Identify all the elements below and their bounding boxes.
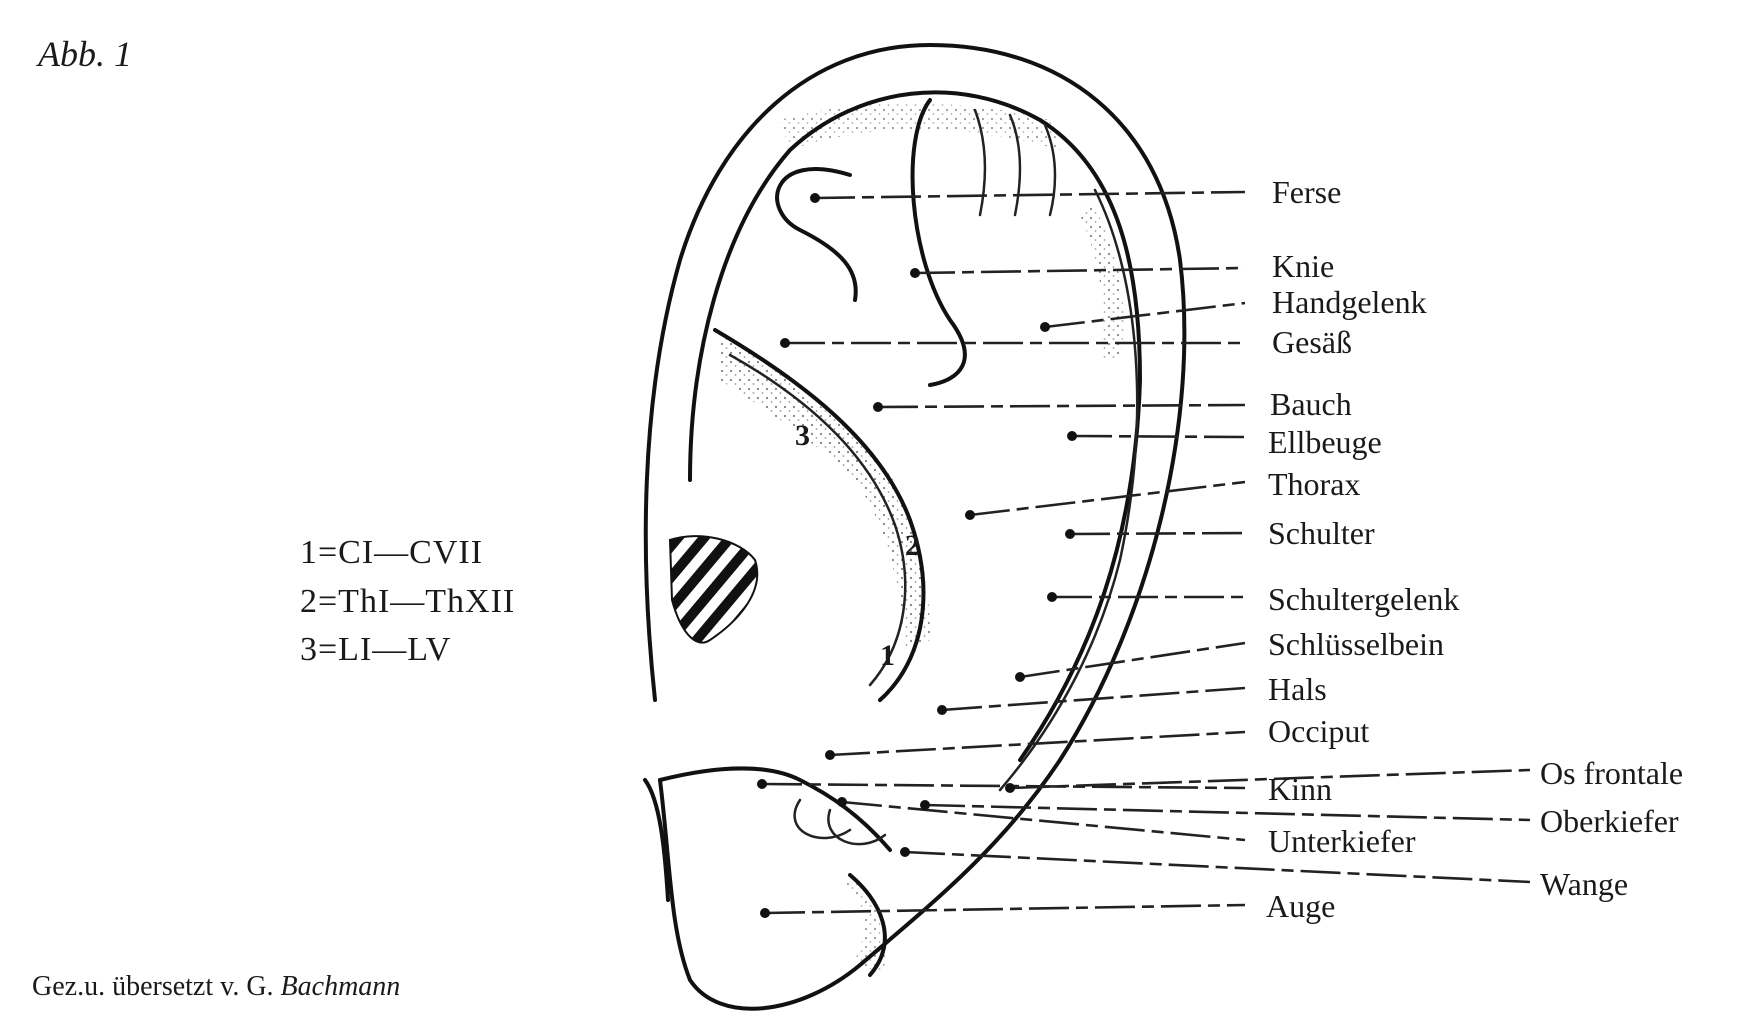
label-bauch: Bauch [1270,386,1352,422]
legend-seg-2: 2=ThI—ThXII [300,583,515,620]
point-unterkiefer [837,797,847,807]
superior-crus-toes [973,108,1057,217]
point-schulter [1065,529,1075,539]
helix-outline [643,43,1187,1011]
label-occiput: Occiput [1268,713,1369,749]
point-schultergelenk [1047,592,1057,602]
credit-prefix: Gez.u. übersetzt v. G. [32,971,281,1002]
label-gesaess: Gesäß [1272,324,1352,360]
organ-labels: Ferse Knie Handgelenk Gesäß Bauch Ellbeu… [1266,174,1683,924]
point-handgelenk [1040,322,1050,332]
label-ferse: Ferse [1272,174,1341,210]
label-unterkiefer: Unterkiefer [1268,823,1416,859]
leader-schulter [1069,531,1246,536]
lobule-notch [848,873,887,977]
leader-ferse [814,190,1246,200]
leader-wange [904,850,1531,884]
leader-occiput [829,730,1246,757]
helix-inner-rim [688,90,1142,762]
antihelix-inner-line [728,353,907,687]
point-ellbeuge [1067,431,1077,441]
label-handgelenk: Handgelenk [1272,284,1427,320]
label-oberkiefer: Oberkiefer [1540,803,1679,839]
point-gesaess [780,338,790,348]
leader-knie [914,266,1246,275]
point-oberkiefer [920,800,930,810]
label-ellbeuge: Ellbeuge [1268,424,1382,460]
label-wange: Wange [1540,866,1628,902]
label-schulter: Schulter [1268,515,1375,551]
face-edge [643,778,670,902]
point-kinn [757,779,767,789]
hatched-area [668,535,759,644]
label-kinn: Kinn [1268,771,1332,807]
legend-seg-1: 1=CI—CVII [300,534,483,571]
leader-thorax [969,480,1246,517]
point-occiput [825,750,835,760]
leader-kinn [761,782,1246,790]
point-ferse [810,193,820,203]
point-os-frontale [1005,783,1015,793]
point-thorax [965,510,975,520]
label-thorax: Thorax [1268,466,1360,502]
point-schluesselbein [1015,672,1025,682]
point-auge [760,908,770,918]
triangular-fossa [775,167,858,302]
scapha-line [998,188,1139,792]
point-bauch [873,402,883,412]
leader-oberkiefer [924,803,1531,822]
leader-ellbeuge [1071,434,1246,439]
leader-hals [941,686,1246,712]
leader-unterkiefer [841,800,1246,842]
leader-bauch [877,403,1246,409]
credit-name: Bachmann [281,971,401,1002]
label-hals: Hals [1268,671,1327,707]
region-1: 1 [880,639,895,672]
credit-line: Gez.u. übersetzt v. G. Bachmann [32,971,400,1002]
point-wange [900,847,910,857]
legend-seg-3: 3=LI—LV [300,631,451,668]
region-3: 3 [795,419,810,452]
superior-crus [910,98,967,387]
leader-lines [761,190,1531,915]
label-schluesselbein: Schlüsselbein [1268,626,1444,662]
segment-legend: 1=CI—CVII 2=ThI—ThXII 3=LI—LV [300,534,515,668]
leader-auge [764,903,1246,915]
antihelix-curve [713,328,926,702]
antihelix-shading [720,330,930,650]
intertragic-loops [793,798,887,846]
acupoint-dots [757,193,1077,918]
label-auge: Auge [1266,888,1335,924]
point-hals [937,705,947,715]
point-knie [910,268,920,278]
leader-schluesselbein [1019,641,1246,679]
leader-handgelenk [1044,301,1246,329]
label-os-frontale: Os frontale [1540,755,1683,791]
label-schultergelenk: Schultergelenk [1268,581,1459,617]
figure-title: Abb. 1 [36,34,132,74]
label-knie: Knie [1272,248,1334,284]
region-2: 2 [905,529,920,562]
ear-drawing: 3 2 1 [643,43,1187,1011]
leader-os-frontale [1009,768,1531,790]
tragus-outline [658,766,892,852]
